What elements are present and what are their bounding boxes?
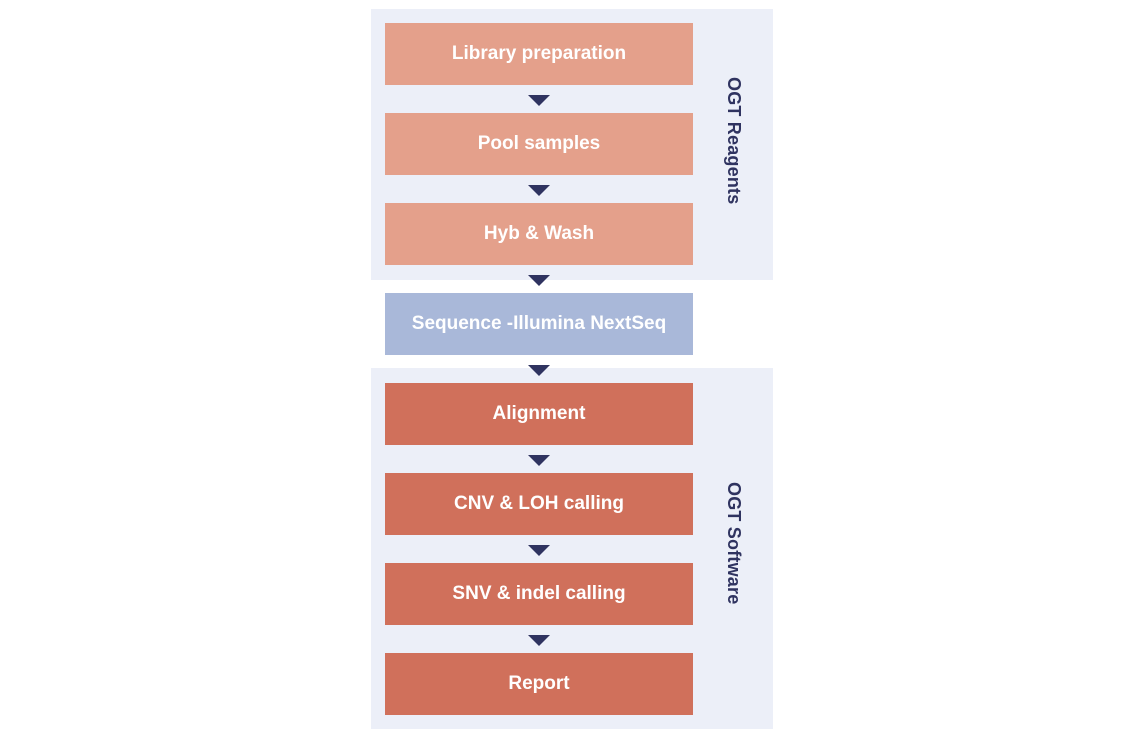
down-arrow-icon [528, 545, 550, 556]
step-hyb-wash: Hyb & Wash [385, 203, 693, 265]
step-library-preparation: Library preparation [385, 23, 693, 85]
down-arrow-icon [528, 455, 550, 466]
down-arrow-icon [528, 275, 550, 286]
down-arrow-icon [528, 365, 550, 376]
reagents-group-label: OGT Reagents [724, 77, 744, 205]
step-report: Report [385, 653, 693, 715]
step-snv-indel-calling: SNV & indel calling [385, 563, 693, 625]
down-arrow-icon [528, 185, 550, 196]
step-cnv-loh-calling: CNV & LOH calling [385, 473, 693, 535]
step-pool-samples: Pool samples [385, 113, 693, 175]
step-sequence: Sequence -Illumina NextSeq [385, 293, 693, 355]
step-alignment: Alignment [385, 383, 693, 445]
software-group-label: OGT Software [724, 482, 744, 605]
down-arrow-icon [528, 95, 550, 106]
down-arrow-icon [528, 635, 550, 646]
